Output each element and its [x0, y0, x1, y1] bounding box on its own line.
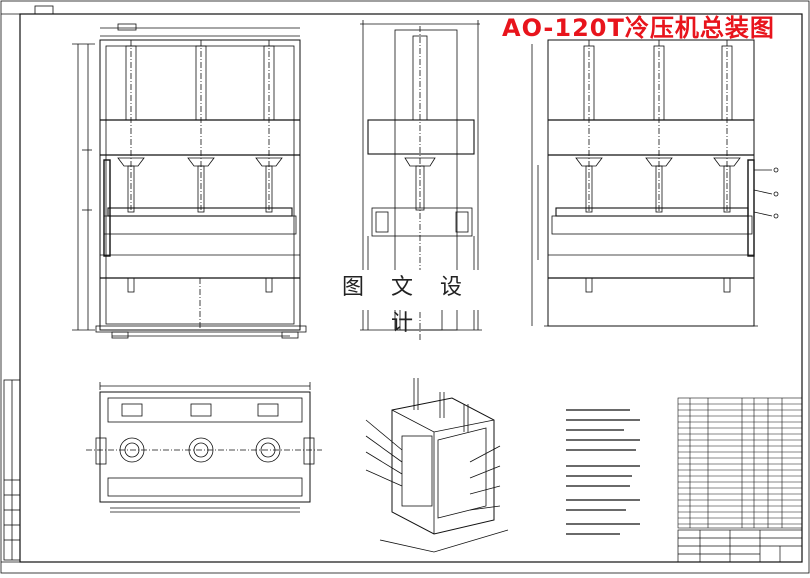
right-view [531, 39, 779, 327]
watermark-text: 图 文 设 计 [332, 270, 482, 336]
plan-view [86, 382, 322, 513]
isometric-view [365, 378, 509, 553]
parts-list [677, 397, 803, 529]
drawing-title: AO-120T冷压机总装图 [502, 14, 775, 42]
front-view [72, 23, 307, 339]
title-block [677, 529, 803, 563]
revision-block [3, 379, 21, 561]
technical-notes [566, 409, 640, 535]
